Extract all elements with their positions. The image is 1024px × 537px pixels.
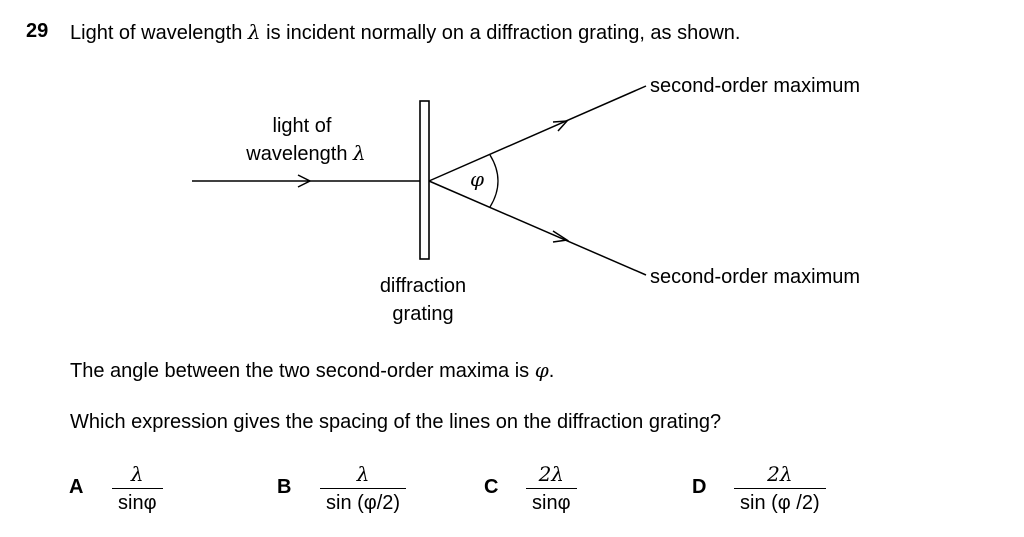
stem-text-before: Light of wavelength (70, 22, 248, 44)
option-a-expression[interactable]: λ sinφ (112, 462, 163, 515)
option-b-denominator: sin (φ/2) (326, 492, 401, 514)
question-number: 29 (26, 20, 49, 42)
diffraction-diagram: light of wavelength λ φ second-order max… (192, 75, 860, 325)
option-b-letter[interactable]: B (277, 476, 292, 498)
lower-beam-label: second-order maximum (650, 266, 860, 288)
option-d-numerator: 2λ (767, 462, 793, 486)
angle-statement-before: The angle between the two second-order m… (70, 360, 535, 382)
stem-text-after: is incident normally on a diffraction gr… (260, 22, 741, 44)
upper-diffracted-beam (428, 85, 647, 182)
option-c-fraction-bar (526, 488, 577, 489)
option-d-letter[interactable]: D (692, 476, 707, 498)
light-label-lambda-symbol: λ (352, 141, 366, 165)
option-d-fraction-bar (734, 488, 826, 489)
incident-ray-arrowhead (297, 174, 312, 188)
lower-diffracted-beam (428, 180, 647, 276)
option-a-numerator: λ (130, 462, 144, 486)
upper-beam-label: second-order maximum (650, 75, 860, 97)
light-label-line2: wavelength λ (245, 141, 365, 165)
angle-statement: The angle between the two second-order m… (70, 358, 554, 383)
option-c-expression[interactable]: 2λ sinφ (526, 462, 577, 515)
angle-arc (489, 154, 499, 208)
option-a-denominator: sinφ (118, 492, 157, 514)
option-c-denominator: sinφ (532, 492, 571, 514)
angle-statement-phi: φ (534, 358, 549, 382)
lower-beam-arrowhead (552, 230, 570, 243)
option-c-numerator: 2λ (538, 462, 564, 486)
option-a-letter[interactable]: A (69, 476, 84, 498)
option-d-expression[interactable]: 2λ sin (φ /2) (734, 462, 826, 515)
option-b-expression[interactable]: λ sin (φ/2) (320, 462, 407, 515)
question-stem: Light of wavelength λ is incident normal… (70, 20, 740, 45)
light-label-word: wavelength (245, 143, 353, 165)
option-b-numerator: λ (356, 462, 370, 486)
option-b-fraction-bar (320, 488, 407, 489)
grating-label-line2: grating (392, 303, 453, 325)
light-label-line1: light of (273, 115, 332, 137)
stem-lambda-symbol: λ (247, 20, 261, 44)
diffraction-grating (419, 100, 430, 260)
grating-label-line1: diffraction (380, 275, 466, 297)
angle-phi-label: φ (470, 167, 484, 191)
option-c-letter[interactable]: C (484, 476, 499, 498)
question-line: Which expression gives the spacing of th… (70, 411, 722, 433)
angle-statement-after: . (548, 360, 555, 382)
upper-beam-arrowhead (552, 120, 569, 132)
option-d-denominator: sin (φ /2) (740, 492, 820, 514)
option-a-fraction-bar (112, 488, 163, 489)
